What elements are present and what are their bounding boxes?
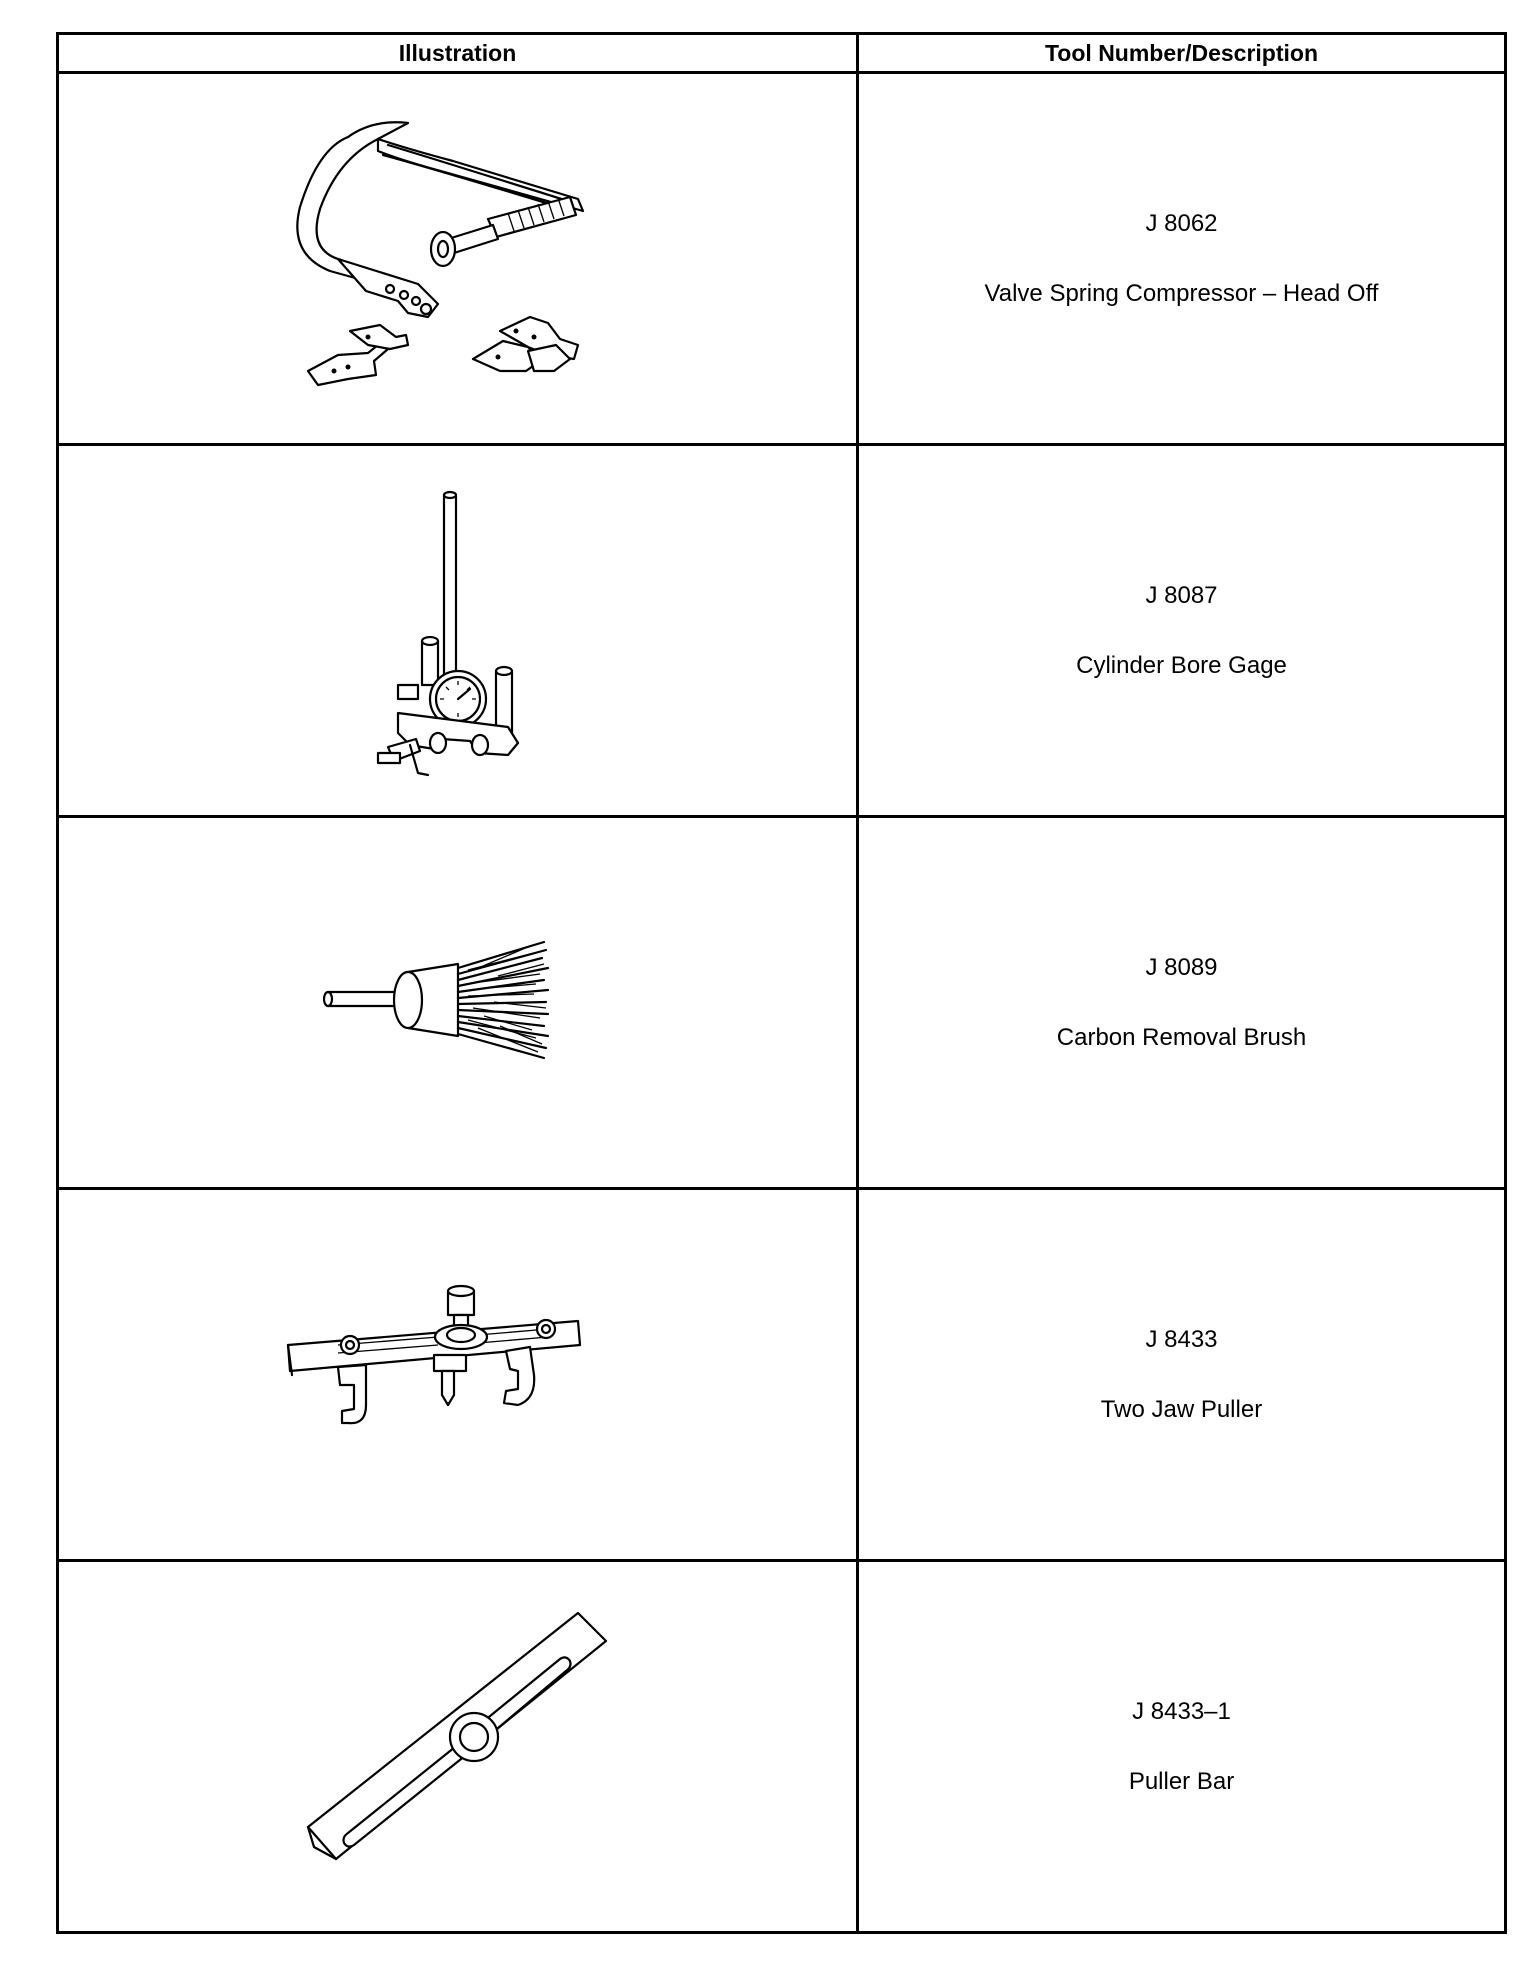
valve-spring-compressor-illustration	[295, 120, 584, 386]
tool-number: J 8433	[1145, 1325, 1218, 1353]
tool-description: Valve Spring Compressor – Head Off	[984, 279, 1379, 307]
two-jaw-puller-illustration	[286, 1284, 581, 1424]
tool-number: J 8089	[1145, 953, 1218, 981]
illustration-cell	[56, 443, 859, 818]
tool-cell: J 8433 Two Jaw Puller	[856, 1187, 1507, 1562]
tool-cell: J 8087 Cylinder Bore Gage	[856, 443, 1507, 818]
carbon-removal-brush-illustration	[322, 940, 549, 1059]
illustration-cell	[56, 71, 859, 446]
header-illustration: Illustration	[56, 32, 859, 74]
tool-description: Carbon Removal Brush	[1056, 1023, 1307, 1051]
table-row: J 8433–1 Puller Bar	[56, 1559, 1507, 1934]
tool-description: Two Jaw Puller	[1100, 1395, 1263, 1423]
tool-number: J 8433–1	[1132, 1697, 1231, 1725]
tool-number: J 8087	[1145, 581, 1218, 609]
illustration-cell	[56, 1559, 859, 1934]
tool-description: Cylinder Bore Gage	[1076, 651, 1287, 679]
tool-cell: J 8062 Valve Spring Compressor – Head Of…	[856, 71, 1507, 446]
tool-cell: J 8433–1 Puller Bar	[856, 1559, 1507, 1934]
table-row: J 8433 Two Jaw Puller	[56, 1187, 1507, 1562]
tool-description: Puller Bar	[1128, 1767, 1235, 1795]
illustration-cell	[56, 1187, 859, 1562]
cylinder-bore-gage-illustration	[376, 490, 519, 776]
tool-number: J 8062	[1145, 209, 1218, 237]
tool-table: Illustration Tool Number/Description	[56, 32, 1507, 1934]
header-tool-number-description: Tool Number/Description	[856, 32, 1507, 74]
puller-bar-illustration	[306, 1611, 607, 1860]
tool-cell: J 8089 Carbon Removal Brush	[856, 815, 1507, 1190]
table-row: J 8062 Valve Spring Compressor – Head Of…	[56, 71, 1507, 446]
table-row: J 8087 Cylinder Bore Gage	[56, 443, 1507, 818]
table-header-row: Illustration Tool Number/Description	[56, 32, 1507, 74]
table-row: J 8089 Carbon Removal Brush	[56, 815, 1507, 1190]
illustration-cell	[56, 815, 859, 1190]
